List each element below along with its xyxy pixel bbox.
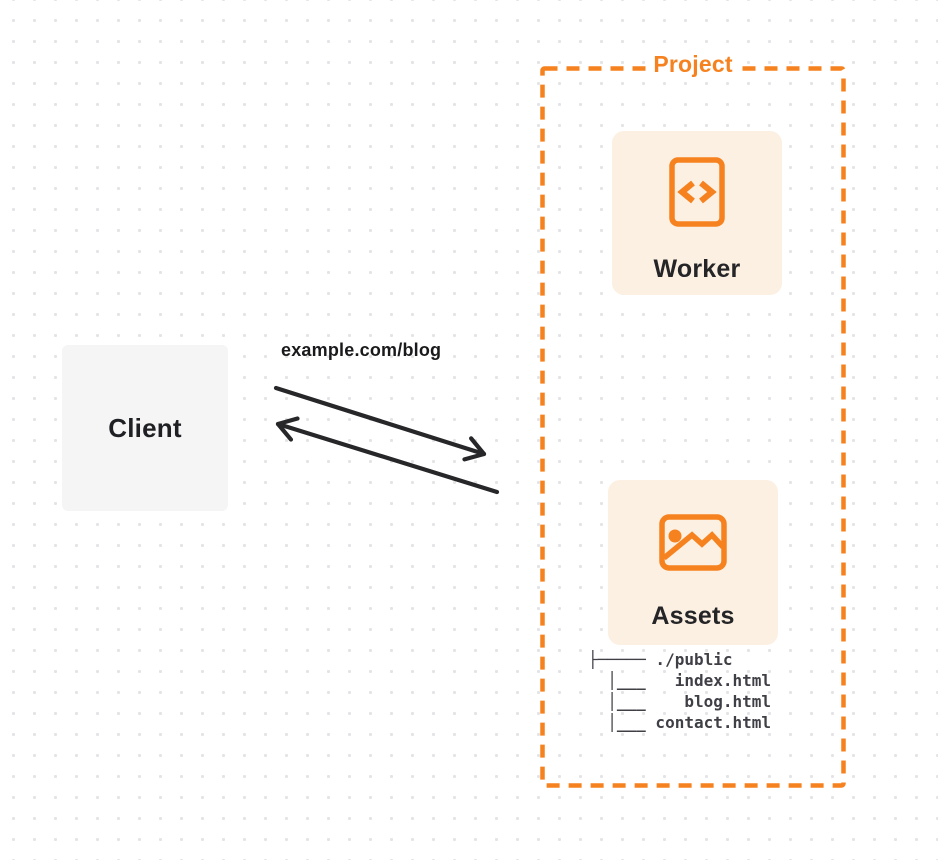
image-icon [659,514,727,576]
project-container: Project Worker Assets [540,51,846,788]
request-arrow [273,385,487,462]
code-file-icon [669,157,725,232]
worker-label: Worker [653,255,741,283]
project-label: Project [647,51,739,78]
client-label: Client [108,412,182,443]
assets-file-tree: ├───── ./public │___ index.html │___ blo… [588,650,772,732]
client-node: Client [62,345,228,511]
response-arrow [275,416,500,495]
assets-card: Assets [608,480,778,645]
worker-card: Worker [612,131,782,295]
request-response-arrows [273,385,500,495]
request-url-label: example.com/blog [281,340,442,360]
assets-label: Assets [651,602,735,630]
